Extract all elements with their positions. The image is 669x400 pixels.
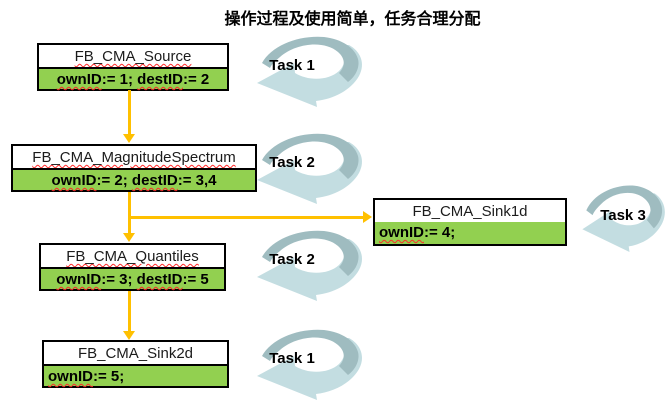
task-label: Task 1 — [269, 350, 315, 367]
fb-block-sink1d: FB_CMA_Sink1d ownID:= 4; — [373, 198, 567, 246]
param-value: := 3; — [101, 271, 137, 288]
fb-block-params: ownID:= 3; destID:= 5 — [41, 267, 224, 289]
fb-block-title: FB_CMA_Sink1d — [412, 203, 528, 220]
arrowhead-down-icon — [123, 134, 135, 143]
cycle-arrow-icon — [257, 133, 363, 204]
param-value: := 4; — [424, 224, 456, 241]
fb-block-sink2d: FB_CMA_Sink2d ownID:= 5; — [42, 340, 229, 388]
task-cycle-1: Task 1 — [254, 33, 366, 107]
param-destid: destID — [136, 271, 183, 288]
fb-block-title: FB_CMA_Sink2d — [77, 345, 194, 362]
fb-block-quantiles: FB_CMA_Quantiles ownID:= 3; destID:= 5 — [39, 243, 226, 291]
param-ownid: ownID — [56, 71, 102, 88]
connector-magnitude-to-quantiles — [128, 192, 131, 233]
fb-block-params: ownID:= 5; — [44, 364, 227, 386]
fb-block-params: ownID:= 4; — [375, 222, 565, 244]
fb-block-title: FB_CMA_Source — [74, 48, 192, 65]
param-destid: destID — [131, 172, 178, 189]
task-cycle-4: Task 1 — [254, 326, 366, 400]
cycle-arrow-icon — [257, 230, 363, 301]
connector-magnitude-to-sink1d — [128, 216, 363, 219]
task-label: Task 2 — [269, 154, 315, 171]
fb-block-title: FB_CMA_Quantiles — [66, 248, 199, 265]
task-cycle-2: Task 2 — [254, 130, 366, 204]
arrowhead-right-icon — [363, 211, 372, 223]
task-label: Task 2 — [269, 251, 315, 268]
param-value: := 2 — [183, 71, 210, 88]
task-label: Task 3 — [600, 207, 646, 224]
param-ownid: ownID — [48, 368, 93, 385]
cycle-arrow-icon — [257, 36, 363, 107]
fb-block-params: ownID:= 2; destID:= 3,4 — [13, 168, 255, 190]
param-destid: destID — [137, 71, 183, 88]
param-value: := 1; — [101, 71, 138, 88]
cycle-arrow-icon — [257, 329, 363, 400]
fb-block-source: FB_CMA_Source ownID:= 1; destID:= 2 — [37, 43, 229, 91]
fb-block-magnitude-spectrum: FB_CMA_MagnitudeSpectrum ownID:= 2; dest… — [11, 144, 257, 192]
connector-source-to-magnitude — [128, 90, 131, 134]
param-ownid: ownID — [56, 271, 102, 288]
arrowhead-down-icon — [123, 233, 135, 242]
cycle-arrow-icon — [582, 185, 665, 252]
param-value: := 2; — [96, 172, 132, 189]
task-label: Task 1 — [269, 57, 315, 74]
connector-quantiles-to-sink2d — [128, 291, 131, 331]
fb-block-params: ownID:= 1; destID:= 2 — [39, 67, 227, 89]
fb-block-title: FB_CMA_MagnitudeSpectrum — [32, 149, 236, 166]
task-cycle-3: Task 2 — [254, 227, 366, 301]
param-ownid: ownID — [379, 224, 424, 241]
task-cycle-5: Task 3 — [580, 182, 668, 252]
param-ownid: ownID — [51, 172, 97, 189]
arrowhead-down-icon — [123, 331, 135, 340]
param-value: := 3,4 — [177, 172, 217, 189]
page-title: 操作过程及使用简单，任务合理分配 — [224, 11, 481, 28]
param-value: := 5; — [93, 368, 125, 385]
param-value: := 5 — [182, 271, 209, 288]
